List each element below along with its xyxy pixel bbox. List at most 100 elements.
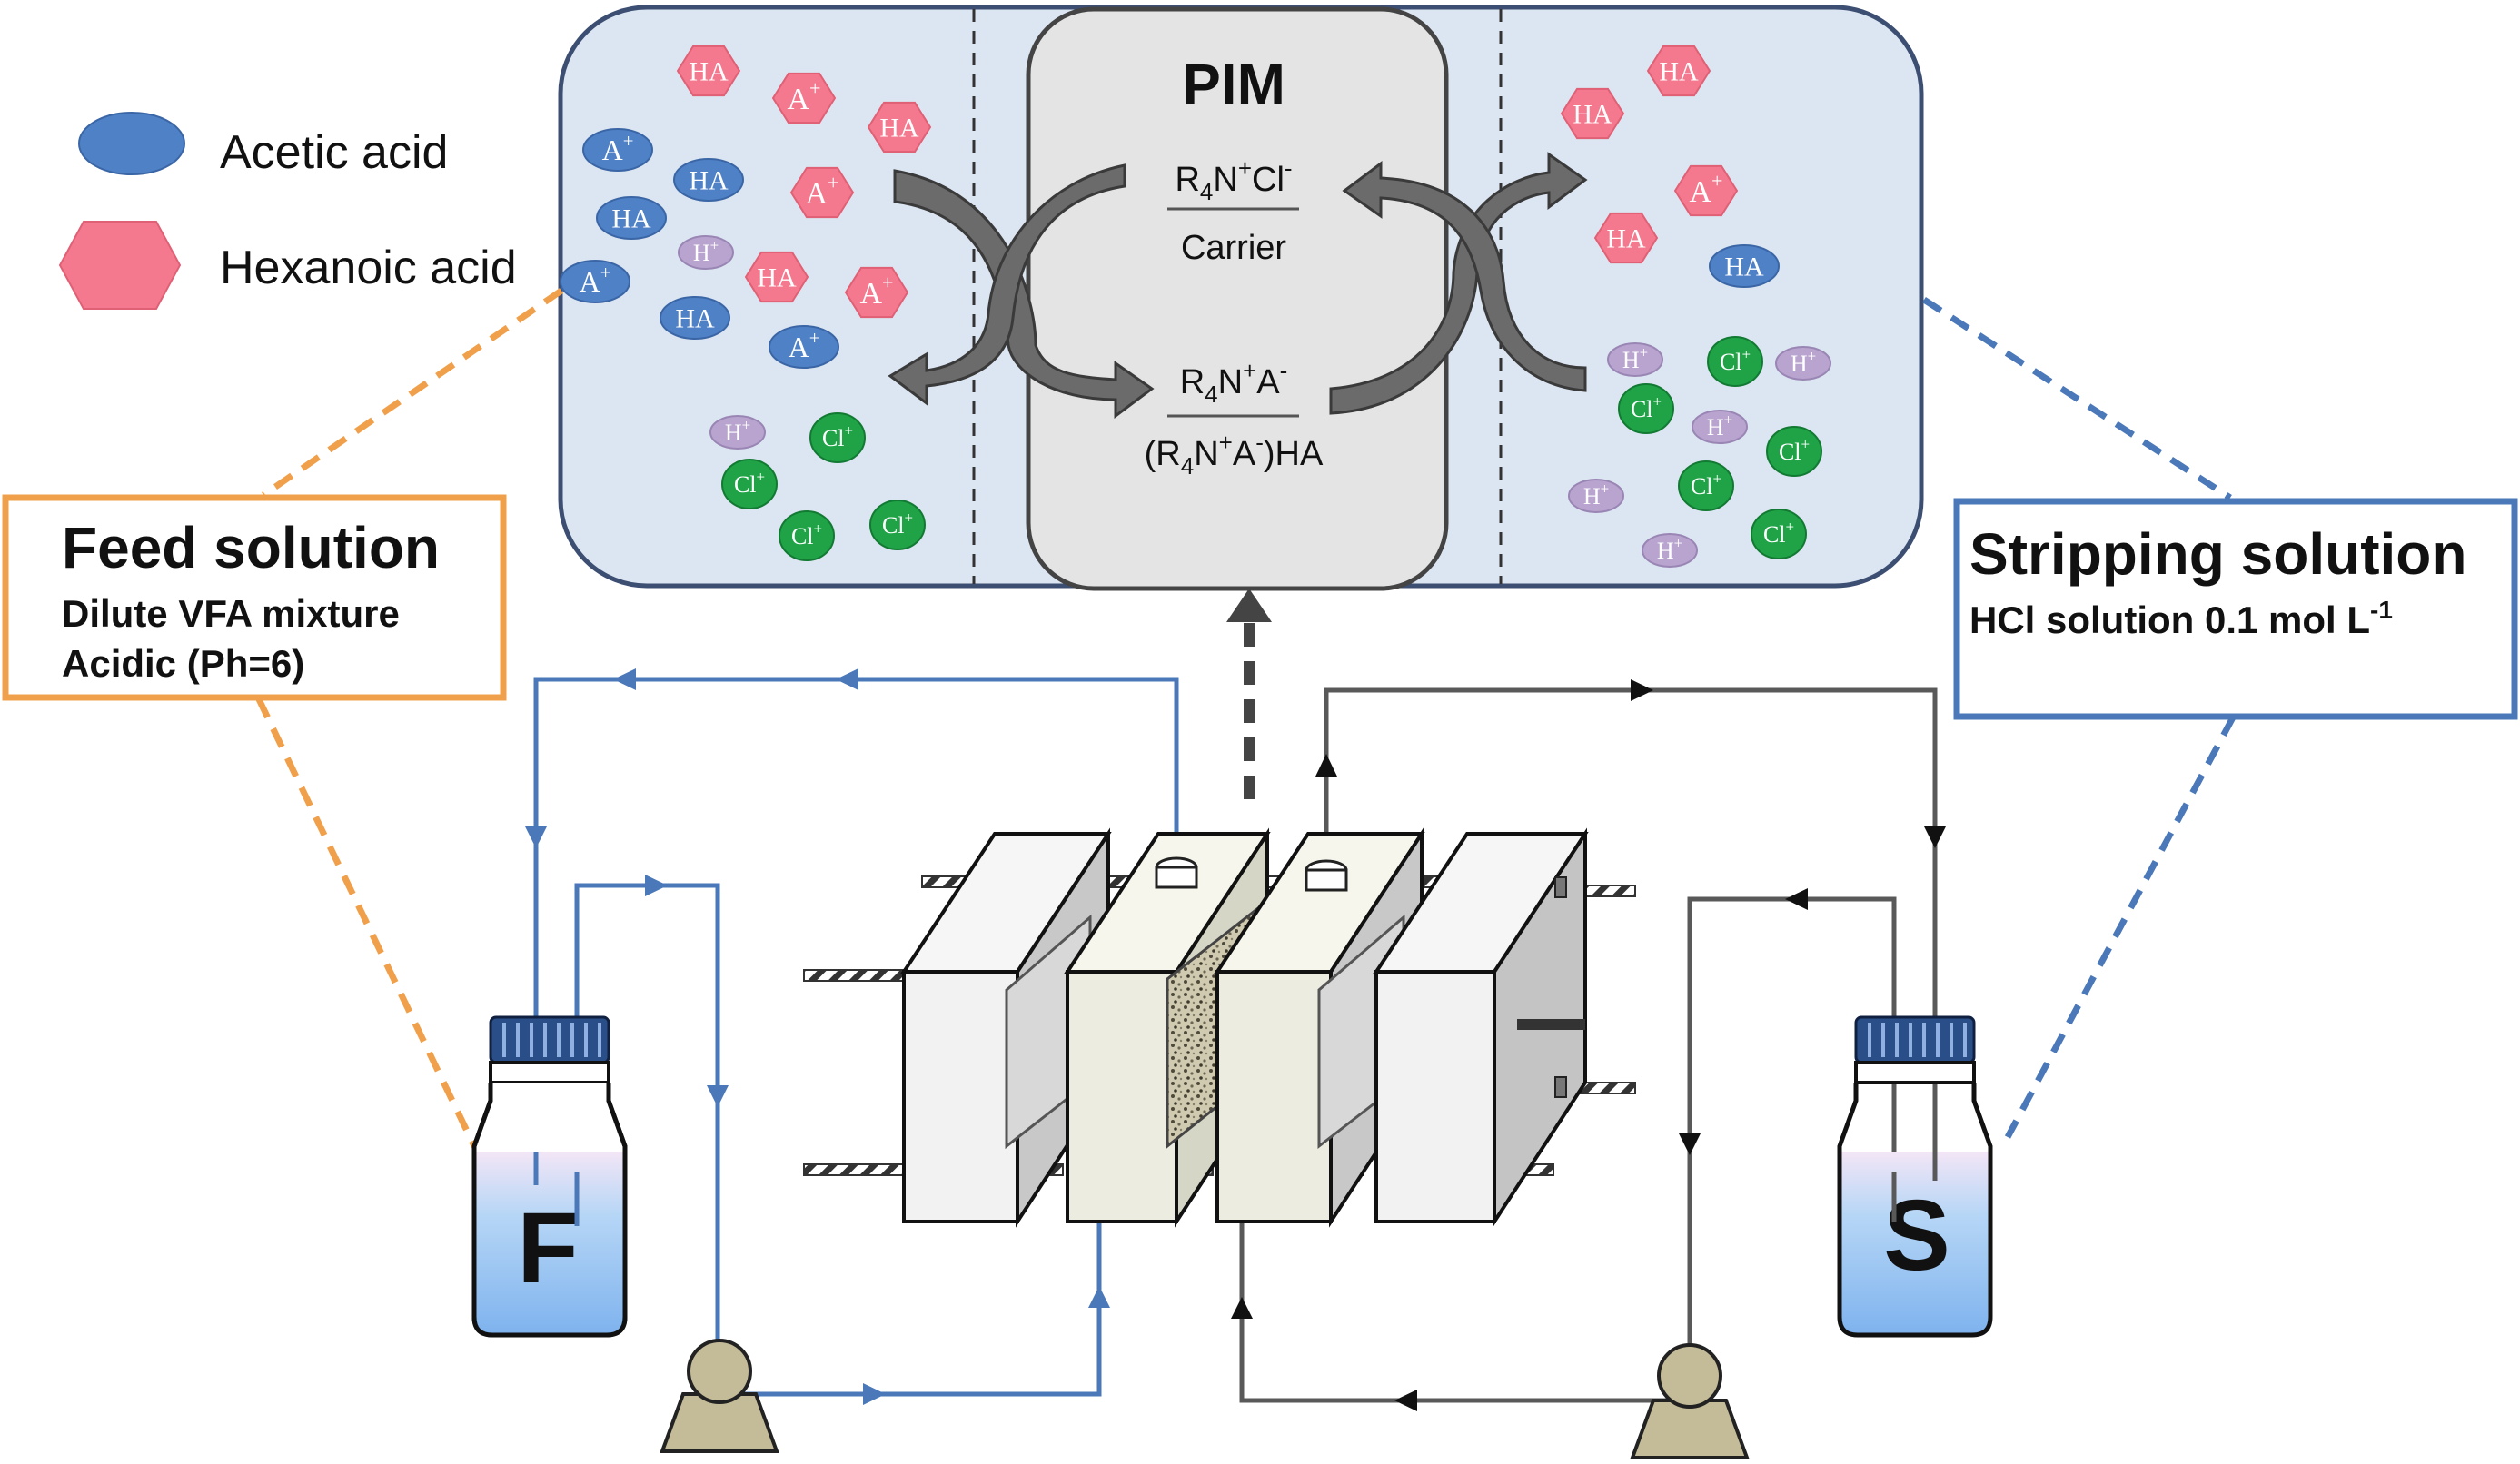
hexanoate-ion [771, 72, 837, 124]
feed-solution-line1: Dilute VFA mixture [62, 592, 400, 635]
proton-ion [678, 235, 734, 270]
acetic-acid-legend-icon [78, 112, 185, 175]
feed-solution-title: Feed solution [62, 515, 440, 580]
species-label: Cl+ [1631, 392, 1662, 422]
hexanoic-acid-molecule [1646, 45, 1711, 97]
species-label: HA [1659, 57, 1699, 87]
species-label: H+ [1791, 347, 1816, 377]
species-label: H+ [1622, 343, 1648, 373]
strip-release-arrow [1329, 152, 1588, 415]
hexanoate-ion [1673, 164, 1739, 217]
species-label: A+ [1689, 170, 1722, 209]
species-label: Cl+ [791, 519, 822, 549]
acetic-acid-molecule [673, 158, 744, 202]
strip-flow-arrows [1231, 679, 1946, 1411]
acetate-ion [560, 260, 630, 303]
proton-ion [1568, 479, 1624, 513]
species-label: Cl+ [1691, 470, 1721, 500]
species-label: H+ [693, 236, 719, 266]
chloride-ion [1707, 336, 1763, 387]
proton-ion [709, 415, 766, 450]
transport-arrows [888, 152, 1588, 419]
carrier-chloride-formula: R4N+Cl- [1175, 154, 1292, 205]
species-label: HA [1606, 224, 1646, 254]
acetate-ion [769, 325, 839, 369]
strip-callout-lower [2004, 716, 2237, 1139]
carrier-label: Carrier [1181, 229, 1286, 267]
membrane-cell-stack [803, 827, 1636, 1228]
chloride-ion [1678, 460, 1734, 511]
species-label: A+ [805, 172, 838, 211]
hexanoate-ion [789, 166, 855, 219]
species-label: HA [689, 57, 729, 87]
species-label: H+ [725, 416, 750, 446]
chloride-ion [1618, 383, 1674, 434]
species-label: A+ [787, 77, 820, 116]
acetic-acid-molecule [1709, 244, 1780, 288]
species-label: Cl+ [1779, 435, 1810, 465]
hexanoic-acid-molecule [1593, 212, 1659, 264]
hexanoic-acid-molecule [744, 251, 809, 303]
feed-callout-lower [255, 697, 481, 1153]
species-label: Cl+ [734, 468, 765, 498]
strip-uptake-arrow [1342, 161, 1587, 392]
hexanoic-acid-molecule [676, 45, 741, 97]
proton-ion [1775, 346, 1831, 381]
zoom-arrow-head [1226, 589, 1272, 622]
species-label: HA [1573, 100, 1612, 130]
acetic-acid-molecule [660, 296, 730, 340]
hexanoic-acid-molecule [867, 101, 932, 153]
feed-callout-upper [262, 288, 563, 498]
feed-release-arrow [888, 163, 1126, 406]
acetic-acid-molecule [596, 196, 667, 240]
ion-species-layer: HAA+HAA+A+HAA+HAHAH+A+HAA+H+Cl+Cl+Cl+Cl+… [560, 45, 1831, 568]
strip-pump [1630, 1343, 1750, 1459]
acetic-acid-legend-label: Acetic acid [220, 126, 448, 179]
strip-callout-upper [1922, 297, 2232, 500]
hexanoic-acid-molecule [1560, 87, 1625, 140]
chloride-ion [809, 412, 866, 463]
species-label: Cl+ [1720, 345, 1751, 375]
species-label: H+ [1707, 411, 1732, 440]
proton-ion [1607, 342, 1663, 377]
feed-pump [660, 1339, 779, 1453]
chloride-ion [779, 510, 835, 561]
species-label: H+ [1657, 534, 1682, 564]
species-label: Cl+ [1763, 518, 1794, 548]
chloride-ion [869, 500, 926, 550]
species-label: A+ [580, 262, 611, 298]
strip-bottle: S [1837, 1015, 1993, 1338]
proton-ion [1642, 533, 1698, 568]
species-label: HA [611, 204, 651, 234]
hexanoic-acid-legend-icon [58, 221, 182, 310]
complex-formula: (R4N+A-)HA [1145, 429, 1324, 480]
species-label: HA [879, 114, 919, 143]
feed-bottle-letter: F [517, 1192, 578, 1304]
species-label: A+ [859, 272, 893, 311]
species-label: H+ [1583, 480, 1609, 509]
stripping-solution-title: Stripping solution [1969, 521, 2466, 587]
species-label: HA [675, 304, 715, 334]
species-label: HA [757, 263, 797, 293]
species-label: HA [689, 166, 729, 196]
carrier-acetate-formula: R4N+A- [1180, 357, 1288, 408]
hexanoate-ion [844, 266, 909, 319]
chloride-ion [1751, 509, 1807, 559]
species-label: A+ [602, 131, 634, 166]
proton-ion [1692, 410, 1748, 444]
chloride-ion [1766, 426, 1822, 477]
feed-bottle: F [471, 1015, 628, 1338]
species-label: A+ [789, 328, 820, 363]
species-label: Cl+ [822, 421, 853, 451]
feed-solution-line2: Acidic (Ph=6) [62, 642, 304, 685]
feed-solution-box [2, 494, 507, 701]
species-label: HA [1724, 252, 1764, 282]
stripping-solution-box [1953, 498, 2518, 720]
acetate-ion [582, 128, 653, 172]
feed-flow-arrows [525, 668, 1110, 1405]
hexanoic-acid-legend-label: Hexanoic acid [220, 242, 517, 294]
chloride-ion [721, 459, 778, 509]
pim-title: PIM [1182, 52, 1285, 117]
species-label: Cl+ [882, 509, 913, 539]
